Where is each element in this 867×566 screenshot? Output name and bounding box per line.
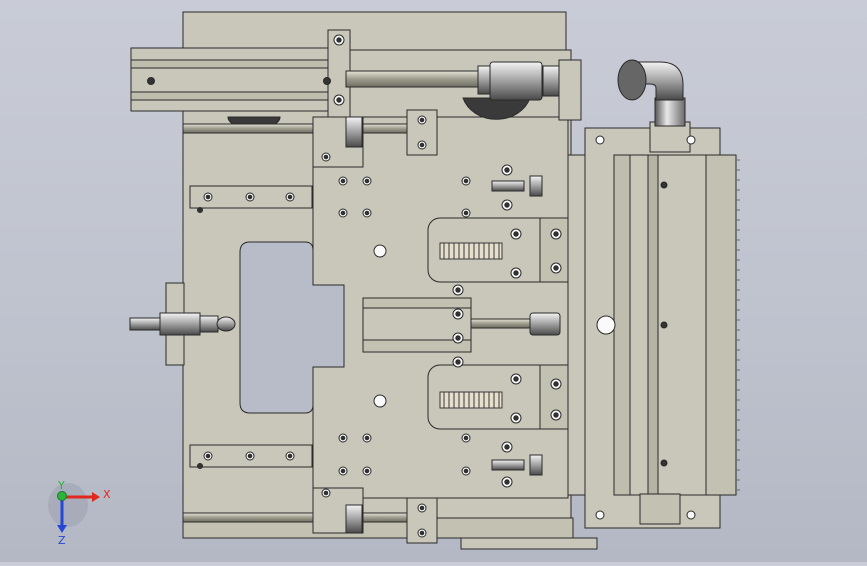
lower-cross-fitting bbox=[491, 459, 525, 471]
lower-spring bbox=[439, 391, 503, 409]
window-cutout bbox=[239, 241, 345, 414]
middle-cylinder-rod bbox=[470, 318, 532, 329]
upper-cross-fitting bbox=[491, 180, 525, 192]
bottom-tab bbox=[460, 537, 598, 550]
top-plate bbox=[182, 11, 567, 53]
gripper-pad bbox=[705, 154, 737, 496]
top-cylinder-rod bbox=[345, 70, 487, 88]
left-cylinder-rod bbox=[129, 317, 161, 331]
y-axis-label: Y bbox=[57, 479, 65, 492]
lower-guide-rod bbox=[182, 512, 424, 523]
x-axis-label: X bbox=[103, 488, 111, 501]
upper-spring bbox=[439, 242, 503, 260]
coordinate-triad: X Y Z bbox=[48, 479, 111, 547]
upper-guide-rod bbox=[182, 123, 424, 134]
top-cylinder bbox=[130, 47, 347, 112]
z-axis-label: Z bbox=[58, 534, 66, 547]
gripper-serration bbox=[735, 159, 740, 491]
rod-fitting bbox=[477, 65, 491, 95]
bolt-holes bbox=[147, 34, 696, 538]
